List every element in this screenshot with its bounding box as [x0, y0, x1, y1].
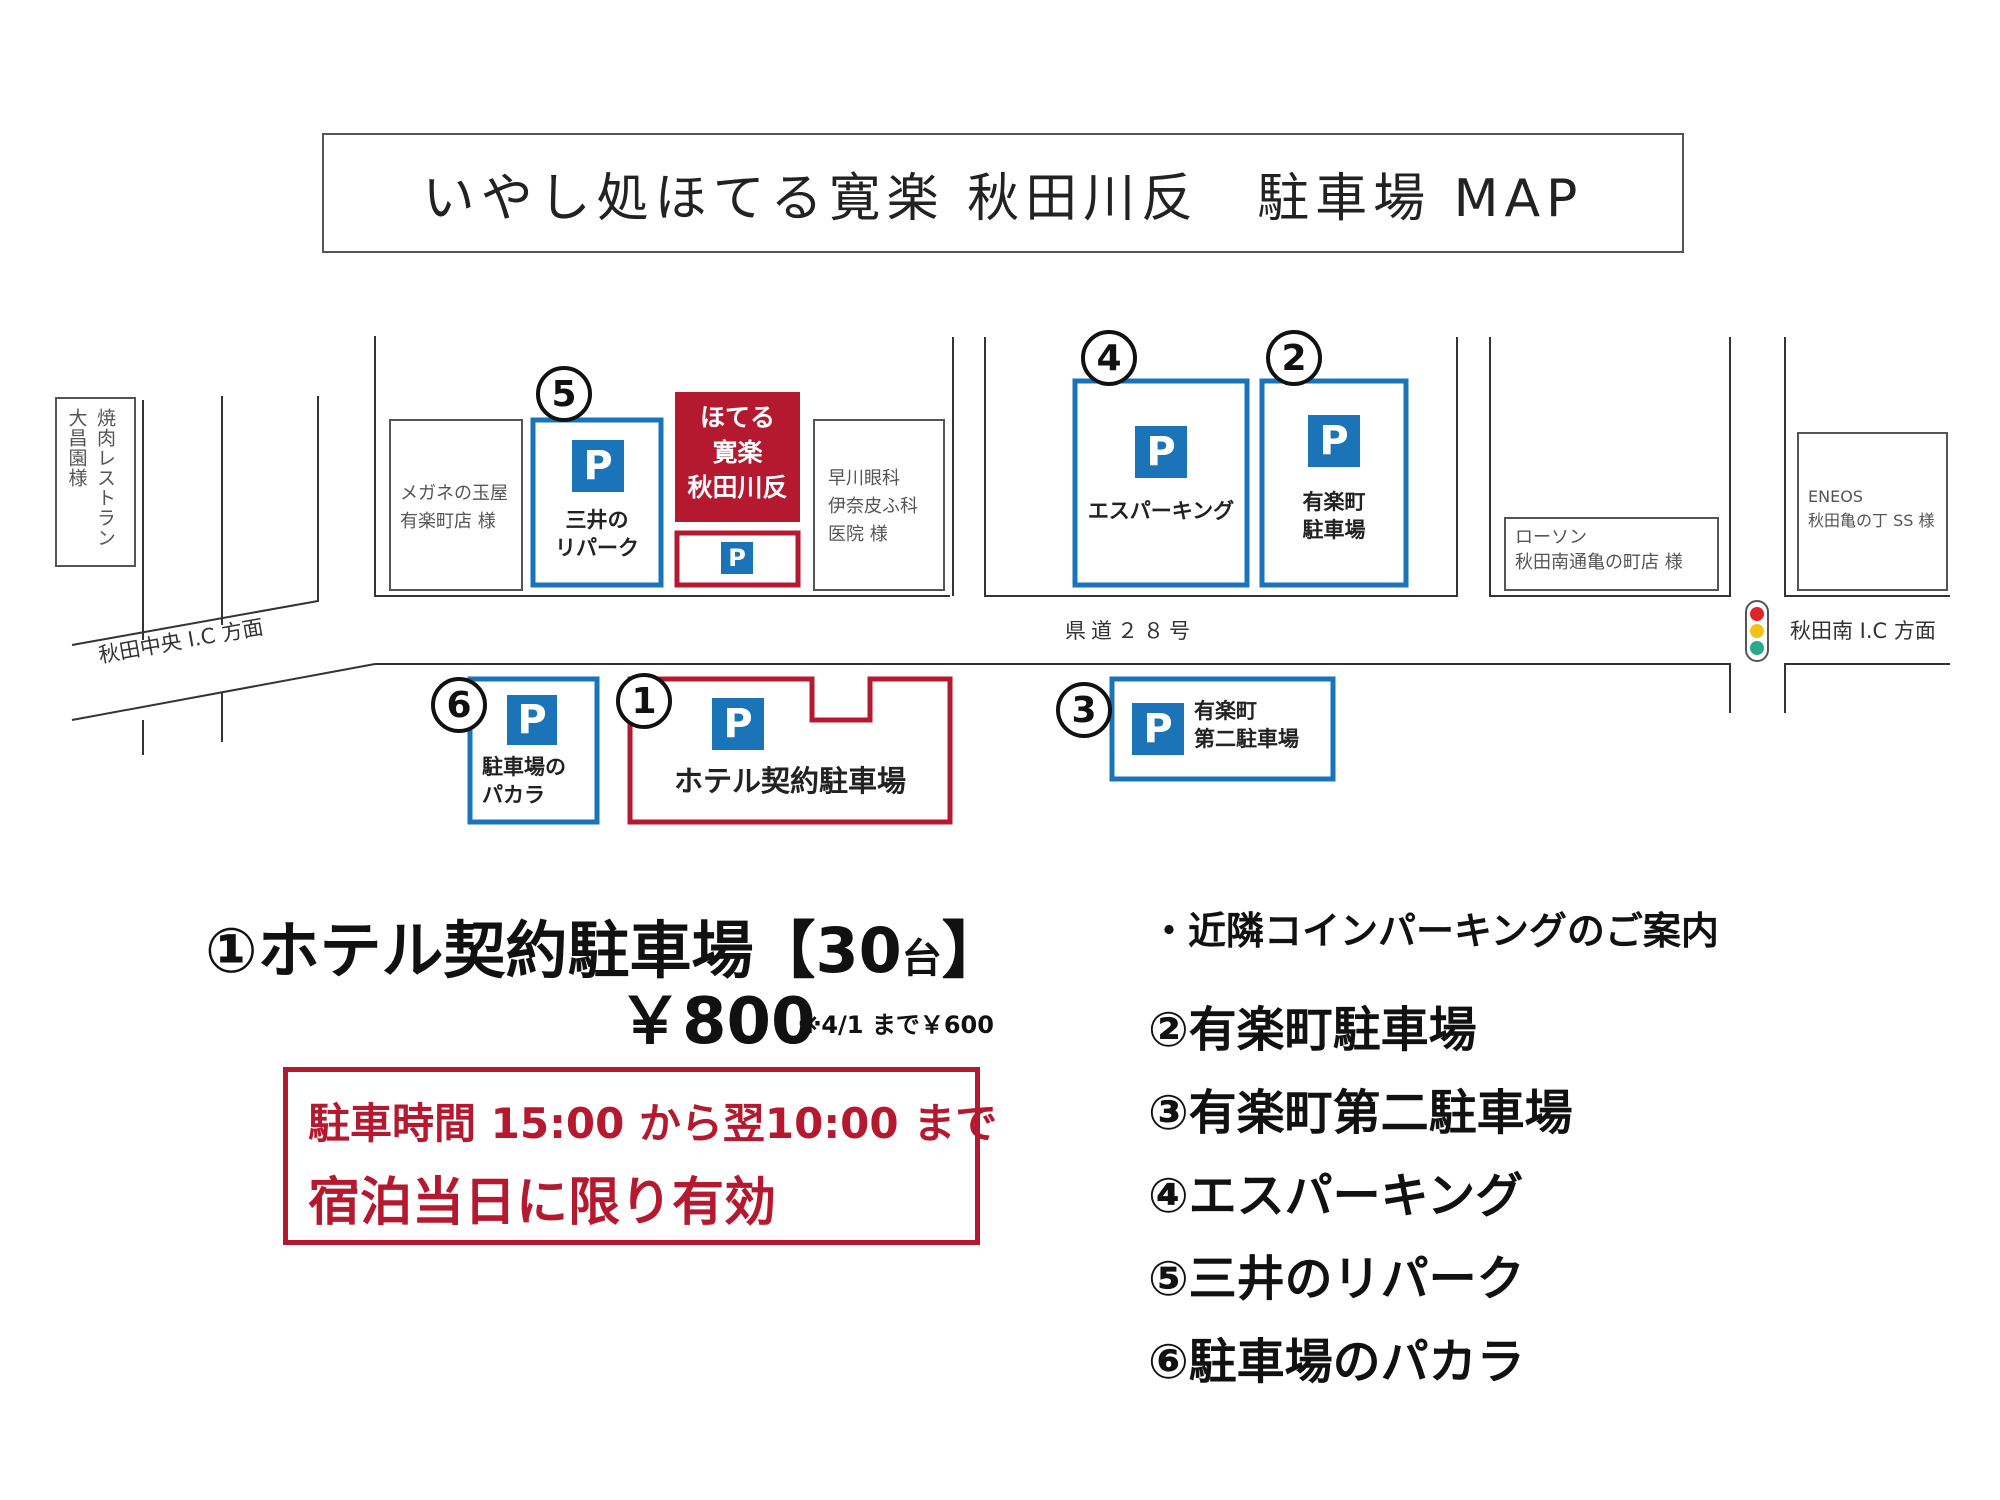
megane-label-line2: 有楽町店 様 [400, 510, 496, 532]
parking-validity: 宿泊当日に限り有効 [308, 1173, 777, 1233]
nearby-item-6: ⑥駐車場のパカラ [1148, 1334, 1525, 1390]
hayakawa-label-line3: 医院 様 [828, 523, 888, 545]
parking-1-icon: P [712, 698, 764, 750]
road-edge-upper-far-right [1784, 337, 1950, 597]
hotel-label-line3: 秋田川反 [687, 473, 788, 502]
megane-building [389, 419, 523, 591]
hotel-parking-lot [674, 530, 801, 588]
nearby-item-3: ③有楽町第二駐車場 [1148, 1085, 1573, 1141]
yakiniku-label-line1: 焼肉レストラン [94, 408, 116, 548]
eneos-building [1797, 432, 1948, 591]
parking-3-label-line2: 第二駐車場 [1194, 727, 1299, 752]
capacity-unit: 台 [901, 936, 942, 982]
hayakawa-building [813, 419, 945, 591]
road-edge-lower-center [375, 663, 1731, 713]
parking-conditions-box [283, 1067, 980, 1245]
yakiniku-building [55, 397, 136, 567]
parking-3-number: 3 [1056, 682, 1112, 738]
yakiniku-label-line2: 大昌園様 [65, 408, 88, 488]
parking-6-label: 駐車場の パカラ [482, 753, 566, 810]
hotel-label: ほてる 寛楽 秋田川反 [675, 400, 800, 505]
parking-6-label-line2: パカラ [482, 783, 545, 808]
megane-label: メガネの玉屋 有楽町店 様 [400, 480, 508, 536]
lawson-building [1504, 517, 1719, 591]
hotel-parking-heading: ①ホテル契約駐車場【30台】 [205, 900, 1004, 990]
lawson-label: ローソン 秋田南通亀の町店 様 [1515, 525, 1683, 575]
parking-1-number: 1 [616, 673, 672, 729]
lawson-label-line2: 秋田南通亀の町店 様 [1515, 552, 1683, 574]
parking-5-number: 5 [536, 366, 592, 422]
eneos-label: ENEOS 秋田亀の丁 SS 様 [1808, 485, 1935, 533]
road-edge-upper-right [1489, 337, 1731, 597]
parking-6-icon: P [507, 695, 557, 745]
parking-3-label-line1: 有楽町 [1194, 699, 1257, 723]
parking-3-lot [1109, 676, 1336, 782]
parking-1-label: ホテル契約駐車場 [673, 764, 906, 798]
capacity-open: 【 [753, 914, 816, 987]
hayakawa-label: 早川眼科 伊奈皮ふ科 医院 様 [828, 465, 918, 549]
parking-hours: 駐車時間 15:00 から翌10:00 まで [308, 1099, 998, 1148]
hotel-building [675, 392, 800, 522]
right-direction-label: 秋田南 I.C 方面 [1790, 619, 1936, 643]
nearby-item-4: ④エスパーキング [1148, 1168, 1524, 1224]
parking-6-number: 6 [431, 677, 487, 733]
parking-3-icon: P [1132, 703, 1184, 755]
parking-2-lot [1259, 378, 1409, 588]
capacity-number: 30 [815, 914, 902, 987]
hotel-label-line1: ほてる [699, 403, 775, 432]
parking-5-icon: P [572, 440, 624, 492]
parking-2-label-line2: 駐車場 [1302, 518, 1366, 543]
eneos-label-line2: 秋田亀の丁 SS 様 [1808, 511, 1935, 530]
road-edge-upper-middle [984, 337, 1458, 597]
megane-label-line1: メガネの玉屋 [400, 483, 508, 504]
nearby-item-2: ②有楽町駐車場 [1148, 1002, 1477, 1058]
parking-5-lot [530, 417, 664, 588]
map-title: いやし処ほてる寛楽 秋田川反 駐車場 MAP [322, 133, 1684, 253]
parking-6-label-line1: 駐車場の [482, 755, 566, 779]
parking-6-lot [467, 676, 600, 825]
hotel-parking-icon: P [721, 542, 753, 574]
parking-2-label: 有楽町 駐車場 [1262, 488, 1406, 545]
hotel-parking-heading-text: ①ホテル契約駐車場 [205, 914, 754, 987]
hayakawa-label-line1: 早川眼科 [828, 468, 900, 489]
road-edge-lower-right [1784, 663, 1950, 713]
parking-4-lot [1072, 378, 1250, 588]
parking-2-number: 2 [1266, 330, 1322, 386]
price: ￥800 [618, 985, 816, 1059]
hayakawa-label-line2: 伊奈皮ふ科 [828, 495, 918, 517]
parking-2-label-line1: 有楽町 [1302, 490, 1366, 514]
lawson-label-line1: ローソン [1515, 527, 1587, 548]
traffic-signal-icon [1745, 600, 1769, 662]
parking-4-number: 4 [1081, 330, 1137, 386]
prefectural-road-label: 県道２８号 [1065, 619, 1195, 643]
capacity-close: 】 [941, 914, 1004, 987]
parking-1-lot [627, 676, 953, 825]
parking-4-label: エスパーキング [1087, 499, 1235, 523]
parking-5-label-line2: リパーク [555, 536, 639, 561]
road-edge-upper-left [71, 600, 319, 646]
road-edge-lower-left [71, 663, 376, 721]
nearby-heading: ・近隣コインパーキングのご案内 [1150, 909, 1719, 953]
eneos-label-line1: ENEOS [1808, 487, 1863, 506]
hotel-label-line2: 寛楽 [712, 438, 763, 467]
parking-2-icon: P [1308, 415, 1360, 467]
yakiniku-label: 焼肉レストラン大昌園様 [62, 408, 119, 558]
nearby-item-5: ⑤三井のリパーク [1148, 1251, 1525, 1307]
road-edge-upper-center [374, 336, 950, 597]
parking-3-label: 有楽町 第二駐車場 [1194, 697, 1299, 754]
parking-4-icon: P [1135, 426, 1187, 478]
parking-5-label-line1: 三井の [565, 508, 629, 532]
parking-5-label: 三井の リパーク [533, 506, 661, 563]
price-note: ※4/1 まで￥600 [798, 1011, 994, 1039]
